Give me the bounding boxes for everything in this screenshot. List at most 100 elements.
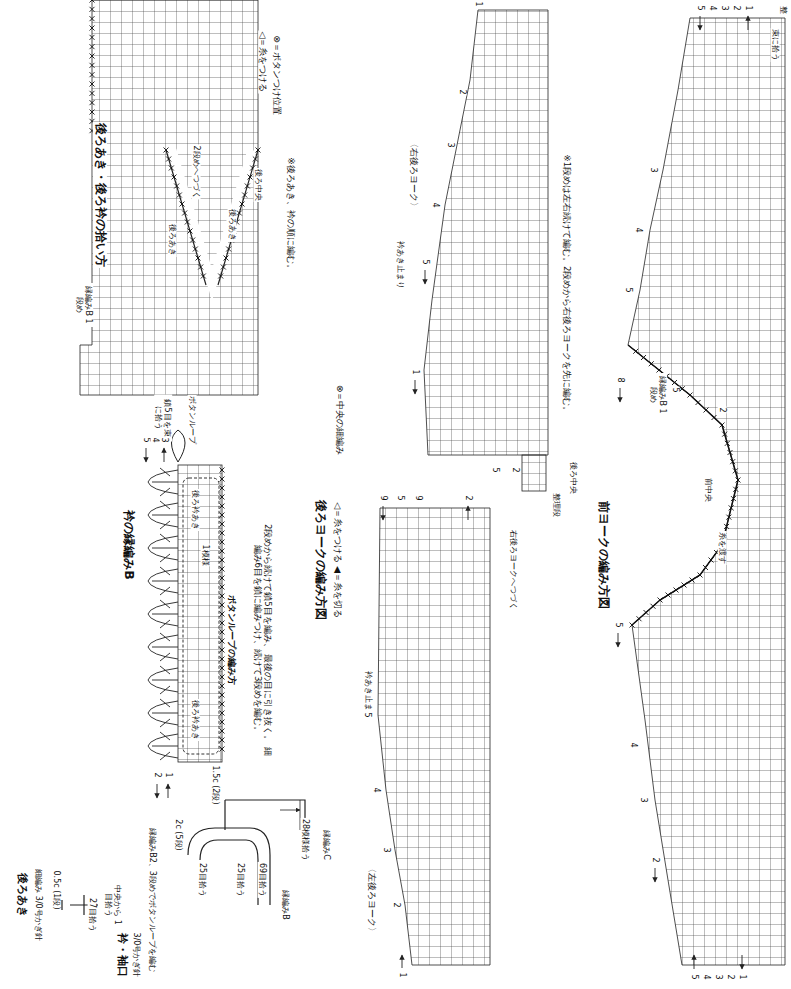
single-crochet-mark	[166, 157, 171, 162]
row-arrow	[168, 784, 169, 798]
single-crochet-mark	[182, 211, 187, 216]
opening-gap	[172, 150, 252, 285]
single-crochet-mark	[657, 368, 662, 373]
single-crochet-mark	[90, 7, 95, 12]
single-crochet-mark	[90, 26, 95, 31]
single-crochet-mark	[220, 558, 225, 563]
single-crochet-mark	[177, 193, 182, 198]
single-crochet-mark	[201, 274, 206, 279]
single-crochet-mark	[733, 487, 738, 492]
chart-label: 69目拾う	[257, 862, 266, 898]
edging-motifs	[148, 468, 178, 760]
single-crochet-mark	[633, 349, 638, 354]
single-crochet-mark	[188, 229, 193, 234]
single-crochet-mark	[688, 393, 693, 398]
single-crochet-mark	[185, 220, 190, 225]
chart-label: 縁編みC	[321, 829, 330, 861]
row-number: 9	[378, 494, 387, 501]
leaf-motif	[148, 501, 178, 529]
single-crochet-mark	[220, 666, 225, 671]
row-number: 4	[633, 226, 642, 233]
row-number: 2	[152, 771, 161, 778]
row-number: 4	[430, 201, 439, 208]
single-crochet-mark	[728, 450, 733, 455]
single-crochet-mark	[220, 495, 225, 500]
single-crochet-mark	[674, 588, 679, 593]
row-arrow	[146, 448, 147, 462]
single-crochet-mark	[690, 578, 695, 583]
row-arrow	[425, 270, 426, 284]
row-arrow	[618, 633, 619, 647]
chart-label: 中央から 1目拾う	[104, 884, 122, 926]
row-number: 5	[670, 386, 679, 393]
row-number: 3	[648, 166, 657, 173]
row-number: 2	[650, 856, 659, 863]
single-crochet-mark	[733, 468, 738, 473]
row-number: 3	[381, 846, 390, 853]
single-crochet-mark	[90, 16, 95, 21]
row-number: 5	[490, 466, 499, 473]
single-crochet-mark	[226, 247, 231, 252]
single-crochet-mark	[240, 202, 245, 207]
single-crochet-mark	[90, 72, 95, 77]
stitch-grid	[424, 10, 548, 455]
single-crochet-mark	[680, 386, 685, 391]
stitch-marks	[90, 0, 741, 752]
row-number: 5	[395, 494, 404, 501]
chart-label: 整理段	[551, 492, 560, 518]
row-number: 5	[420, 258, 429, 265]
row-number: 1	[737, 973, 746, 980]
row-number: 5	[613, 621, 622, 628]
leaf-motif	[148, 666, 178, 694]
chart-label: 整	[778, 5, 787, 15]
single-crochet-mark	[220, 513, 225, 518]
stitch-grid	[378, 508, 490, 965]
leaf-motif	[148, 534, 178, 562]
row-number: 5	[623, 286, 632, 293]
single-crochet-mark	[220, 693, 225, 698]
row-number: 4	[371, 786, 380, 793]
row-number: 4	[701, 973, 710, 980]
single-crochet-mark	[720, 423, 725, 428]
row-number: 1	[163, 771, 172, 778]
row-number: 2	[510, 466, 519, 473]
single-crochet-mark	[242, 193, 247, 198]
single-crochet-mark	[90, 63, 95, 68]
single-crochet-mark	[220, 630, 225, 635]
single-crochet-mark	[220, 711, 225, 716]
opening-edge	[166, 150, 258, 285]
single-crochet-mark	[198, 265, 203, 270]
chart-label: 25目拾う	[235, 862, 244, 898]
chart-heading: 後ろあき	[16, 872, 29, 918]
chart-label: 束に拾う	[770, 28, 779, 62]
single-crochet-mark	[172, 175, 177, 180]
chart-label: 縁編みB 1段め	[75, 283, 93, 327]
single-crochet-mark	[90, 0, 95, 3]
single-crochet-mark	[220, 702, 225, 707]
row-arrow	[164, 448, 165, 462]
single-crochet-mark	[644, 610, 649, 615]
single-crochet-mark	[220, 576, 225, 581]
single-crochet-mark	[736, 478, 741, 483]
single-crochet-mark	[164, 148, 169, 153]
single-crochet-mark	[253, 157, 258, 162]
single-crochet-mark	[220, 603, 225, 608]
single-crochet-mark	[220, 549, 225, 554]
single-crochet-mark	[218, 274, 223, 279]
row-number: 4	[150, 436, 159, 443]
single-crochet-mark	[248, 175, 253, 180]
chart-heading: 後ろあき・後ろ衿の拾い方	[93, 122, 107, 268]
row-number: 3	[713, 973, 722, 980]
row-number: 2	[457, 88, 466, 95]
stitch-grid	[522, 455, 546, 491]
row-number: 2	[717, 406, 726, 413]
chart-label: 後ろ衿あき	[190, 489, 199, 531]
chart-label: 後ろあき	[227, 208, 236, 242]
single-crochet-mark	[220, 729, 225, 734]
single-crochet-mark	[220, 648, 225, 653]
single-crochet-mark	[649, 361, 654, 366]
single-crochet-mark	[672, 380, 677, 385]
row-arrow	[402, 955, 403, 968]
single-crochet-mark	[193, 247, 198, 252]
chart-heading: 衿・袖口	[116, 932, 129, 978]
